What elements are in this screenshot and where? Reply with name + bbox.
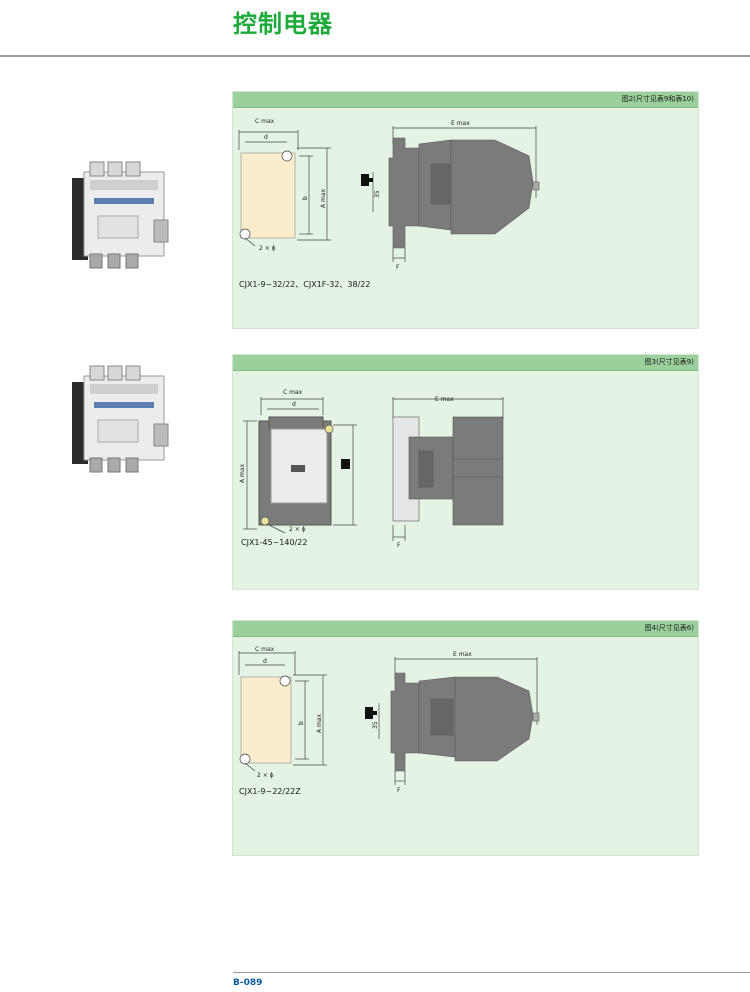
model-number: CJX1-45~140/22 (241, 538, 308, 547)
figure-caption: 图2(尺寸见表9和表10) (233, 92, 698, 108)
footer-divider (233, 972, 750, 973)
dim-b: b (302, 196, 309, 200)
page-title: 控制电器 (233, 10, 333, 38)
dimension-drawing-4: C max d b A max 2 × ϕ E max 35 F (238, 646, 540, 794)
figure-panel-3: 图3(尺寸见表9) C (232, 354, 699, 590)
figure-panel-4: 图4(尺寸见表6) C max (232, 620, 699, 856)
figure-caption: 图4(尺寸见表6) (233, 621, 698, 637)
dim-hole: 2 × ϕ (259, 245, 276, 252)
dim-d: d (263, 658, 267, 665)
dim-c: C max (255, 118, 275, 125)
dim-a: A max (316, 713, 323, 733)
model-number: CJX1-9~32/22、CJX1F-32、38/22 (239, 280, 371, 289)
contactor-photo-2 (72, 365, 169, 473)
dim-a: A max (320, 188, 327, 208)
figure-caption: 图3(尺寸见表9) (233, 355, 698, 371)
model-number: CJX1-9~22/22Z (239, 787, 301, 796)
dim-f: F (397, 542, 401, 549)
figure-panel-2: 图2(尺寸见表9和表10) (232, 91, 699, 329)
dimension-drawing-3: C max d A max 2 × ϕ E max F (239, 389, 504, 549)
dimension-drawing-2: C max d b A max 2 × ϕ E max 35 F (238, 118, 540, 271)
dim-hole: 2 × ϕ (257, 772, 274, 779)
dim-35: 35 (372, 721, 379, 729)
dim-e: E max (435, 396, 454, 403)
dim-c: C max (283, 389, 303, 396)
dim-b: b (298, 721, 305, 725)
dim-d: d (292, 401, 296, 408)
contactor-photo-1 (72, 161, 169, 269)
page-number: B-089 (233, 978, 263, 988)
dim-f: F (396, 264, 400, 271)
dim-a: A max (239, 463, 246, 483)
header-divider (0, 55, 750, 57)
dim-c: C max (255, 646, 275, 653)
dim-e: E max (453, 651, 472, 658)
dim-f: F (397, 787, 401, 794)
dim-d: d (264, 134, 268, 141)
dim-e: E max (451, 120, 470, 127)
dim-hole: 2 × ϕ (289, 526, 306, 533)
dim-35: 35 (374, 190, 381, 198)
